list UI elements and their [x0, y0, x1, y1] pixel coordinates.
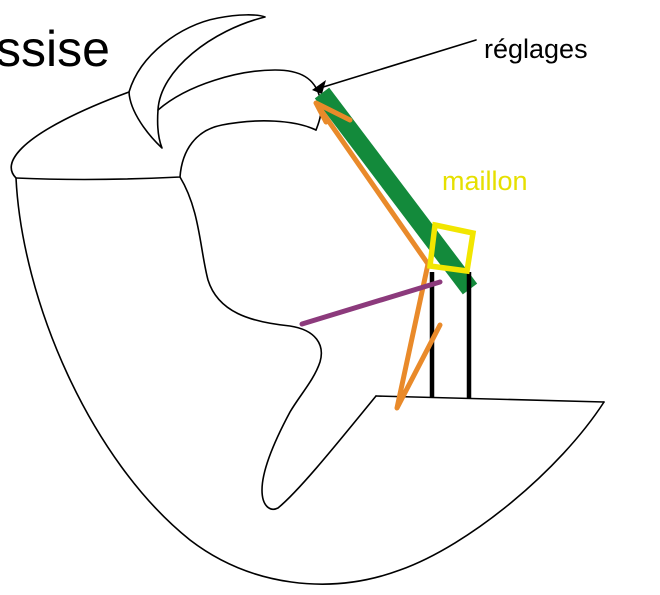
orange-linkage-upper [313, 100, 431, 267]
headrest-outline-outer [128, 14, 266, 149]
purple-lever-line [299, 279, 443, 327]
title-label: ssise [0, 21, 110, 77]
reglages-pointer-line [319, 39, 477, 89]
headrest-outline-inner [157, 69, 323, 131]
maillon-label: maillon [442, 166, 528, 196]
reglages-label: réglages [484, 34, 588, 64]
maillon-box [426, 221, 477, 275]
seat-shell-outline [10, 91, 605, 585]
green-adjustment-bar [314, 87, 478, 295]
seat-inner-contour [179, 176, 377, 510]
seat-cushion-platform [375, 395, 605, 403]
reglages-arrow-head [312, 80, 326, 94]
orange-linkage-lower [394, 261, 443, 411]
seat-back-rim [15, 120, 317, 181]
